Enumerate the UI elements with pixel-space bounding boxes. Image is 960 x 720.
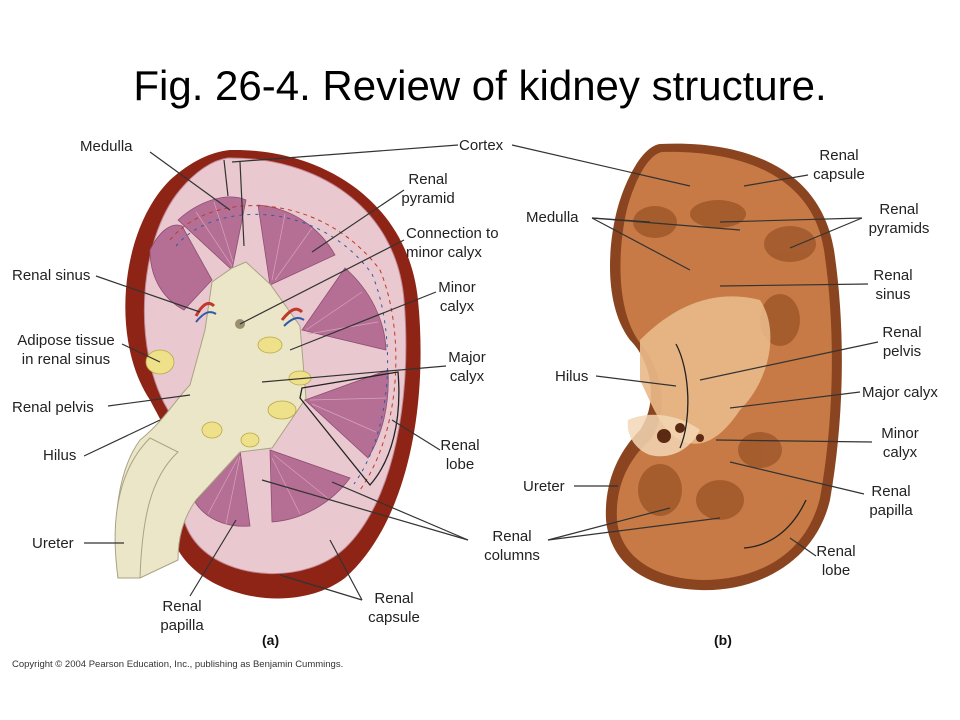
renal-vessels-a bbox=[194, 301, 305, 327]
label-minor-calyx-a: Minor calyx bbox=[438, 279, 476, 315]
label-renal-pelvis-a: Renal pelvis bbox=[12, 399, 94, 416]
label-renal-papilla-a: Renal papilla bbox=[160, 598, 204, 634]
part-label-a: (a) bbox=[262, 632, 280, 648]
pyramid-3 bbox=[257, 204, 336, 286]
cortex-vessel-line bbox=[169, 205, 397, 491]
label-renal-sinus-a: Renal sinus bbox=[12, 267, 91, 284]
pyramid-1 bbox=[177, 196, 247, 271]
label-renal-columns: Renal columns bbox=[484, 528, 540, 564]
figure-title: Fig. 26-4. Review of kidney structure. bbox=[133, 62, 827, 109]
label-connection-minor-calyx: Connection to minor calyx bbox=[406, 225, 499, 261]
label-renal-pelvis-b: Renal pelvis bbox=[882, 324, 922, 360]
label-hilus-b: Hilus bbox=[555, 368, 589, 385]
renal-lobe-outline-b bbox=[743, 499, 807, 549]
label-renal-pyramid-a: Renal pyramid bbox=[401, 171, 455, 207]
diagram-a-kidney bbox=[114, 149, 421, 599]
label-ureter-a: Ureter bbox=[32, 535, 74, 552]
adipose-tissue-a bbox=[145, 336, 312, 448]
label-hilus-a: Hilus bbox=[43, 447, 77, 464]
ureter-a bbox=[114, 437, 179, 579]
label-renal-pyramids-b: Renal pyramids bbox=[868, 201, 930, 237]
pyramid-striations bbox=[195, 201, 387, 525]
label-renal-capsule-b: Renal capsule bbox=[813, 147, 865, 183]
label-minor-calyx-b: Minor calyx bbox=[881, 425, 919, 461]
leader-lines bbox=[83, 144, 879, 601]
label-major-calyx-b: Major calyx bbox=[862, 384, 938, 401]
renal-lobe-outline-a bbox=[299, 371, 400, 487]
label-renal-papilla-b: Renal papilla bbox=[869, 483, 913, 519]
hilus-outline-b bbox=[675, 343, 689, 449]
label-medulla-b: Medulla bbox=[526, 209, 579, 226]
pyramid-2 bbox=[149, 224, 213, 311]
vessels-b bbox=[657, 423, 704, 443]
label-renal-lobe-b: Renal lobe bbox=[816, 543, 856, 579]
part-label-b: (b) bbox=[714, 632, 732, 648]
label-adipose-tissue: Adipose tissue in renal sinus bbox=[17, 332, 115, 368]
label-renal-capsule-a: Renal capsule bbox=[368, 590, 420, 626]
label-medulla-a: Medulla bbox=[80, 138, 133, 155]
pyramid-5 bbox=[304, 369, 389, 459]
label-renal-sinus-b: Renal sinus bbox=[873, 267, 913, 303]
label-cortex: Cortex bbox=[459, 137, 504, 154]
diagram-b-kidney-photo bbox=[605, 143, 842, 591]
label-ureter-b: Ureter bbox=[523, 478, 565, 495]
label-renal-lobe-a: Renal lobe bbox=[440, 437, 480, 473]
copyright-notice: Copyright © 2004 Pearson Education, Inc.… bbox=[12, 659, 344, 670]
label-major-calyx-a: Major calyx bbox=[448, 349, 486, 385]
